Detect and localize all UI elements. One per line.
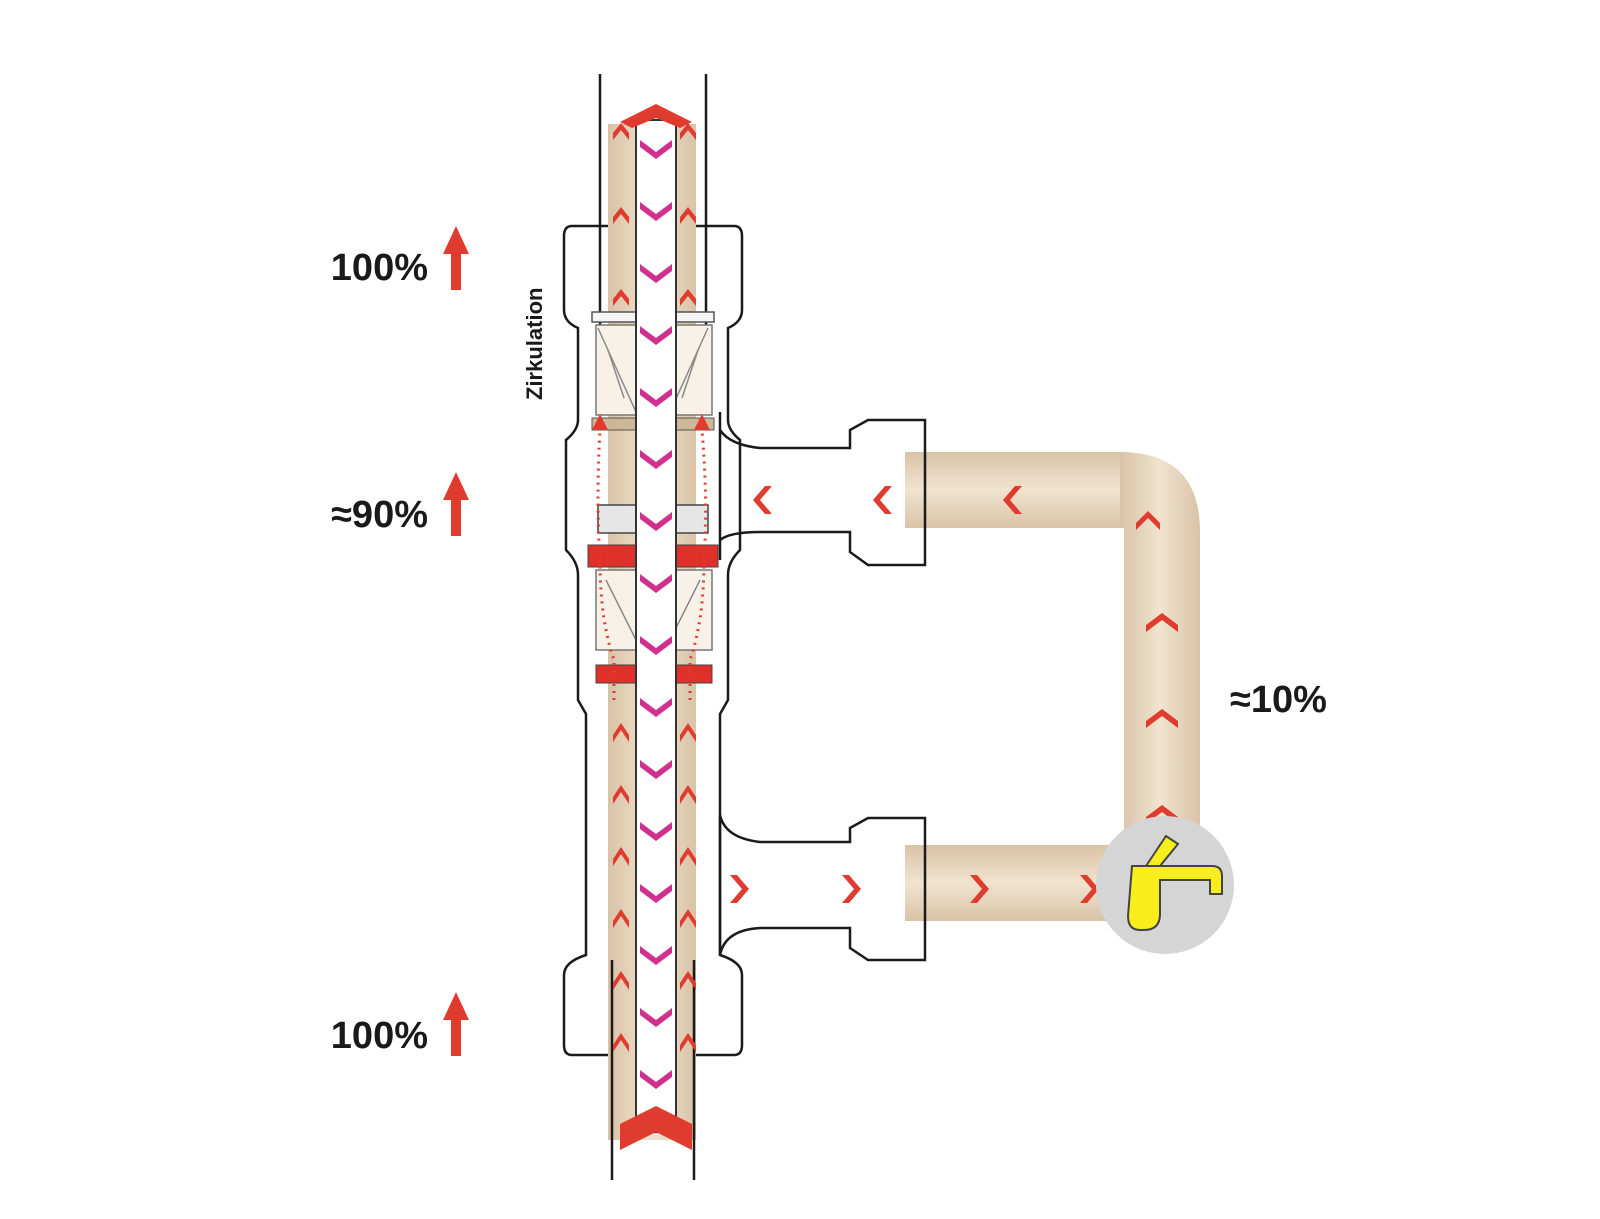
middle-flow-label: ≈90% — [331, 472, 469, 536]
circulation-chevron — [640, 760, 672, 779]
bypass-arrow-heads — [592, 414, 710, 430]
riser-chevron — [680, 1033, 696, 1052]
riser-chevron — [613, 289, 629, 306]
branch-loop-pipe — [905, 452, 1200, 921]
middle-flow-percentage: ≈90% — [331, 494, 428, 536]
branch-chevron — [753, 486, 772, 514]
fitting-body — [562, 224, 927, 1057]
riser-chevron — [680, 723, 696, 742]
circulation-chevron — [640, 698, 672, 717]
bottom-flow-percentage: 100% — [331, 1015, 428, 1057]
riser-bottom-arrow-tip — [620, 1106, 692, 1150]
circulation-chevron — [640, 1008, 672, 1027]
branch-chevron — [1080, 875, 1099, 903]
riser-flow-chevrons — [613, 123, 696, 1052]
riser-chevron — [613, 123, 629, 140]
circulation-chevron — [640, 574, 672, 593]
riser-chevron — [680, 123, 696, 140]
riser-chevron — [680, 847, 696, 866]
branch-chevron — [1136, 511, 1160, 530]
circulation-chevron — [640, 140, 672, 159]
branch-flow-percentage: ≈10% — [1230, 679, 1327, 721]
riser-chevron — [680, 971, 696, 990]
branch-chevron — [1146, 709, 1178, 728]
riser-chevron — [613, 785, 629, 804]
top-flow-percentage: 100% — [331, 247, 428, 289]
bottom-flow-label: 100% — [331, 992, 469, 1057]
circulation-chevron — [640, 512, 672, 531]
circulation-chevron — [640, 450, 672, 469]
circulation-label: Zirkulation — [522, 288, 547, 400]
arrow-up-icon — [443, 472, 469, 536]
circulation-chevron — [640, 202, 672, 221]
circulation-chevron — [640, 822, 672, 841]
circulation-chevron — [640, 388, 672, 407]
circulation-chevron — [640, 264, 672, 283]
riser-chevron — [613, 1033, 629, 1052]
branch-chevron — [730, 875, 749, 903]
bypass-flow-dots — [596, 429, 708, 700]
riser-chevron — [680, 909, 696, 928]
circulation-chevron — [640, 636, 672, 655]
arrow-up-icon — [443, 226, 469, 290]
riser-chevron — [613, 723, 629, 742]
riser-chevron — [613, 971, 629, 990]
branch-chevron — [1146, 805, 1178, 824]
circulation-chevron — [640, 1070, 672, 1089]
riser-top-arrow-tip — [620, 104, 692, 128]
circulation-chevrons — [640, 140, 672, 1089]
branch-chevron — [1146, 613, 1178, 632]
branch-chevron — [842, 875, 861, 903]
riser-chevron — [680, 207, 696, 224]
riser-chevron — [613, 847, 629, 866]
circulation-chevron — [640, 946, 672, 965]
branch-chevron — [873, 486, 892, 514]
branch-chevron — [1003, 486, 1022, 514]
riser-chevron — [613, 909, 629, 928]
circulation-chevron — [640, 884, 672, 903]
faucet-icon — [1096, 816, 1234, 954]
riser-chevron — [613, 207, 629, 224]
riser-chevron — [680, 289, 696, 306]
branch-flow-chevrons — [730, 486, 1178, 903]
arrow-up-icon — [443, 992, 469, 1056]
riser-chevron — [680, 785, 696, 804]
top-flow-label: 100% — [331, 226, 469, 290]
circulation-chevron — [640, 326, 672, 345]
branch-chevron — [970, 875, 989, 903]
